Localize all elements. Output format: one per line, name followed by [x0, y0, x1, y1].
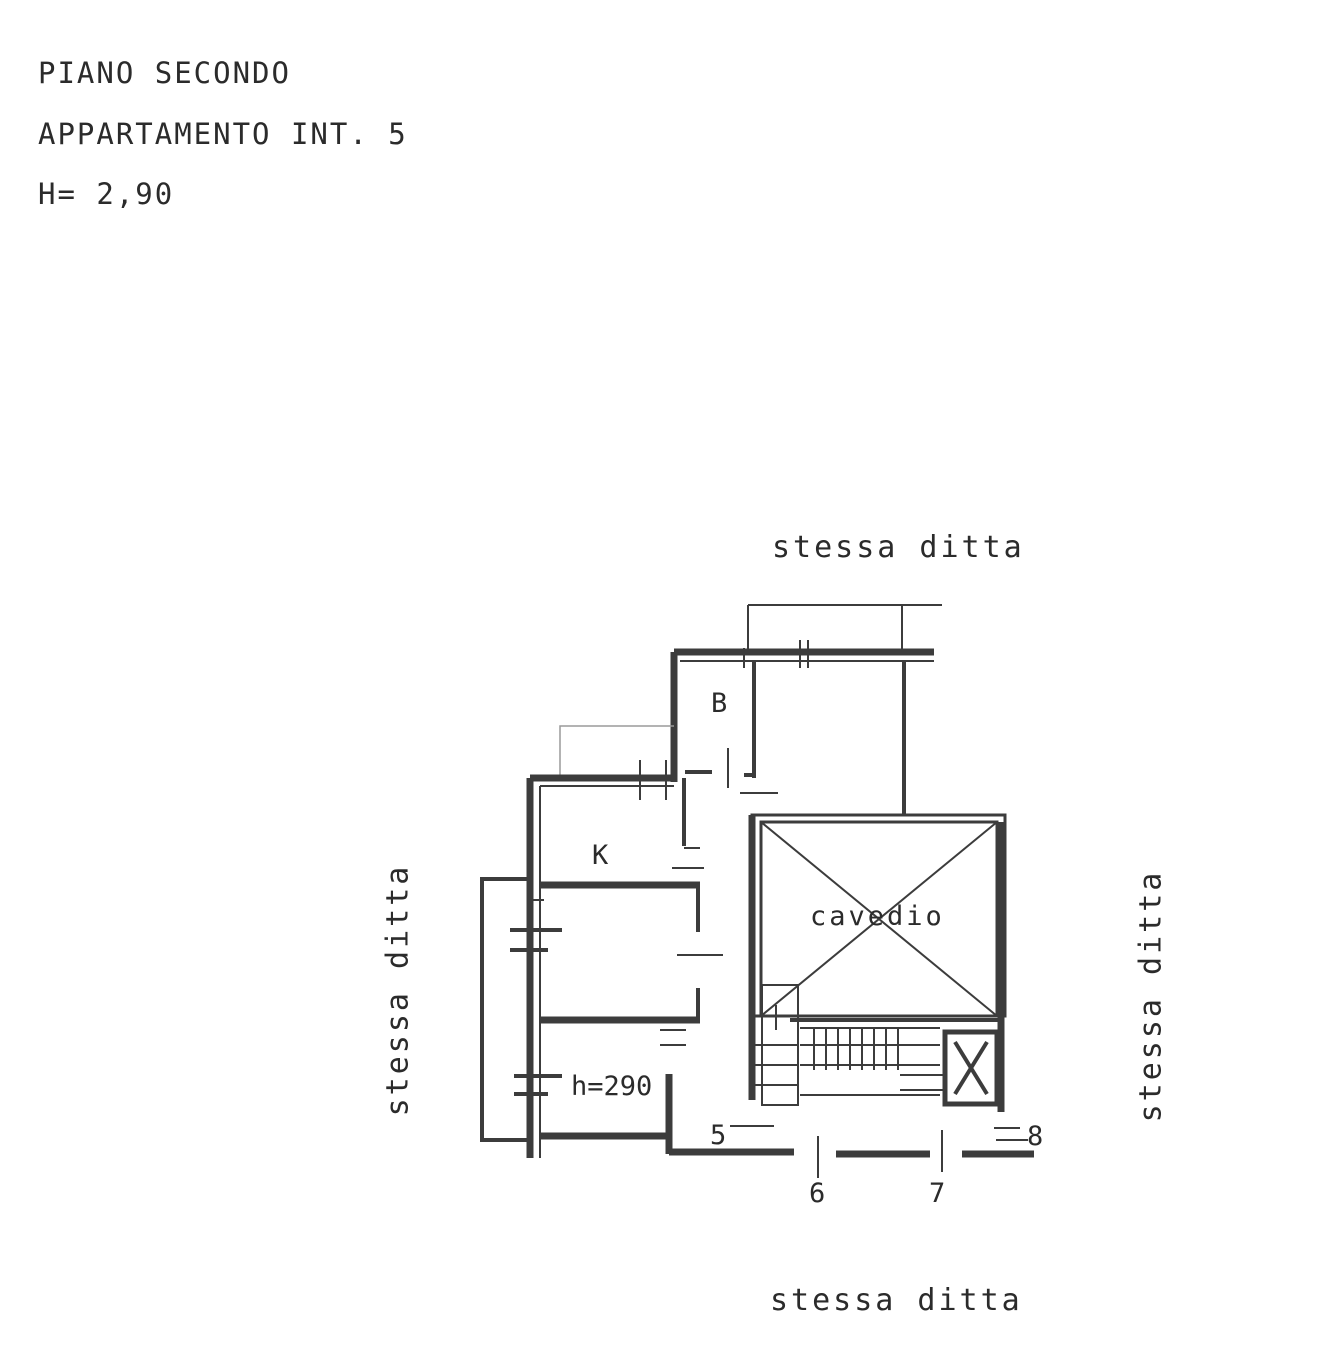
room-label-bathroom: B — [711, 688, 728, 719]
top-balcony — [747, 604, 942, 652]
neighbor-label-top: stessa ditta — [772, 530, 1025, 565]
neighbor-label-bottom: stessa ditta — [770, 1283, 1023, 1318]
top-wall — [674, 640, 934, 668]
terrace-outline — [559, 725, 674, 775]
neighbor-label-left: stessa ditta — [380, 863, 416, 1117]
room-label-cavedio: cavedio — [810, 901, 945, 932]
marker-7: 7 — [929, 1178, 946, 1209]
middle-room-walls — [540, 881, 723, 1046]
elevator — [942, 1029, 1000, 1107]
cavedio-box — [748, 813, 1007, 1112]
room-height-label: h=290 — [571, 1071, 653, 1102]
room-label-kitchen: K — [592, 840, 609, 871]
bathroom-walls — [670, 652, 906, 815]
lower-room-walls — [540, 1074, 1034, 1178]
marker-6: 6 — [809, 1178, 826, 1209]
apartment-title: APPARTAMENTO INT. 5 — [38, 117, 408, 151]
left-wall — [480, 778, 562, 1158]
marker-5: 5 — [710, 1120, 727, 1151]
marker-8: 8 — [1027, 1121, 1044, 1152]
ceiling-height: H= 2,90 — [38, 177, 175, 211]
floor-title: PIANO SECONDO — [38, 56, 291, 90]
kitchen-walls — [530, 760, 704, 869]
stairs — [754, 984, 1001, 1106]
neighbor-label-right: stessa ditta — [1133, 869, 1169, 1123]
